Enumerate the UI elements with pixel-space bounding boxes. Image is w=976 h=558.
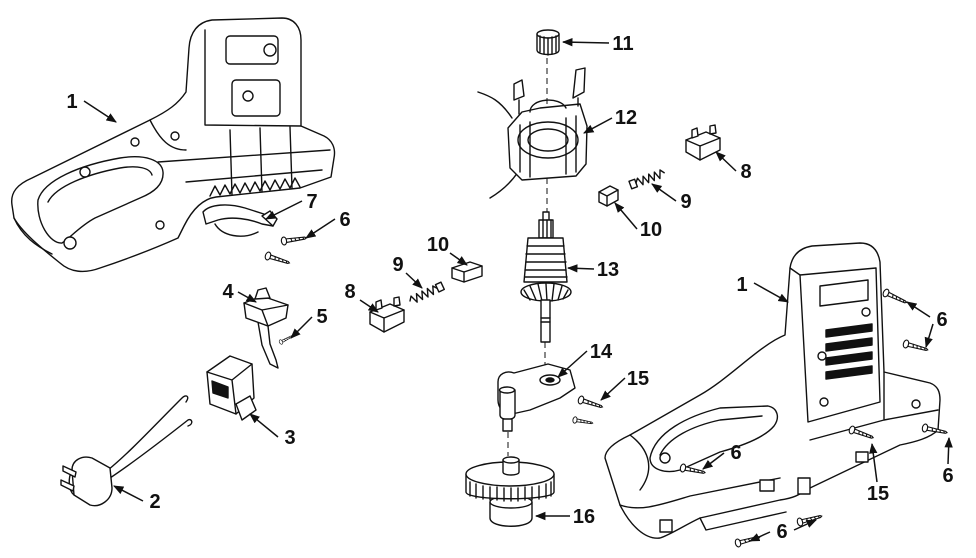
screw-icon — [733, 532, 762, 549]
leader-line — [924, 323, 934, 349]
callout-pinion-gear: 11 — [612, 33, 633, 55]
leader-line — [449, 252, 468, 266]
leader-line — [359, 299, 379, 313]
switch-lever — [243, 287, 289, 369]
leader-lines — [83, 38, 953, 542]
callout-switch-box: 3 — [284, 427, 295, 449]
screw-icon — [901, 338, 930, 355]
brush-block-right — [598, 185, 619, 207]
callout-lever-screw: 5 — [316, 306, 327, 328]
leader-line — [249, 413, 279, 438]
callout-spur-gear: 16 — [573, 506, 595, 528]
spur-gear — [465, 456, 555, 527]
callout-brush-spring-right: 9 — [680, 191, 691, 213]
callout-armature: 13 — [597, 259, 619, 281]
screw-icon — [280, 233, 308, 246]
callout-housing-screw: 15 — [867, 483, 889, 505]
screw-icon — [571, 416, 594, 427]
leader-line — [83, 100, 117, 123]
callout-brush-block-right: 10 — [640, 219, 662, 241]
callout-left-housing: 1 — [66, 91, 77, 113]
callout-brush-holder-right: 8 — [740, 161, 751, 183]
center-axis-line — [507, 58, 548, 456]
right-housing — [604, 242, 941, 539]
leader-line — [614, 202, 638, 230]
callout-gear-bracket: 14 — [590, 341, 613, 363]
leader-line — [869, 442, 878, 483]
leader-line — [305, 218, 336, 239]
screw-icon — [795, 511, 824, 528]
leader-line — [944, 436, 953, 465]
leader-line — [749, 531, 771, 542]
leader-line — [237, 291, 257, 303]
callout-right-housing: 1 — [736, 274, 747, 296]
callout-screw-right-rear: 6 — [942, 465, 953, 487]
leader-line — [566, 264, 595, 273]
leader-line — [753, 282, 789, 303]
leader-line — [290, 316, 313, 339]
leader-line — [600, 377, 626, 401]
switch-box — [206, 355, 257, 421]
pinion-gear — [536, 29, 560, 56]
clamp-bracket — [202, 204, 278, 237]
callout-screw-left: 6 — [339, 209, 350, 231]
callout-clamp-bracket: 7 — [306, 191, 317, 213]
leader-line — [561, 38, 610, 47]
leader-line — [793, 519, 817, 531]
screw-icon — [881, 287, 909, 307]
left-housing — [11, 17, 336, 273]
callout-brush-spring-left: 9 — [392, 254, 403, 276]
leader-line — [113, 485, 144, 502]
field-assembly — [477, 67, 588, 199]
callout-brush-holder-left: 8 — [344, 281, 355, 303]
callout-field-assembly: 12 — [615, 107, 637, 129]
brush-block-left — [451, 261, 483, 283]
leader-line — [583, 117, 613, 134]
screw-icon — [263, 250, 292, 268]
screw-icon — [576, 394, 605, 412]
callout-power-cord: 2 — [149, 491, 160, 513]
callout-screw-right-bottom: 6 — [776, 521, 787, 543]
brush-holder-right — [685, 124, 721, 161]
leader-line — [702, 452, 725, 470]
callout-switch-lever: 4 — [222, 281, 234, 303]
brush-spring-left — [409, 281, 446, 303]
leader-line — [405, 272, 423, 289]
callout-brush-block-left: 10 — [427, 234, 449, 256]
brush-spring-right — [628, 169, 665, 190]
gear-bracket — [497, 363, 576, 432]
armature — [520, 211, 572, 343]
callout-bracket-screw: 15 — [627, 368, 649, 390]
callout-screw-right-mid: 6 — [730, 442, 741, 464]
leader-line — [715, 151, 737, 172]
callout-screw-right-top: 6 — [936, 309, 947, 331]
leader-line — [651, 183, 677, 202]
callout-labels: 1 11 12 8 9 10 7 6 10 9 8 13 1 6 4 5 14 … — [66, 33, 953, 543]
brush-holder-left — [369, 296, 405, 333]
power-cord-plug — [60, 395, 193, 507]
screw-icon — [278, 333, 295, 346]
leader-line — [906, 301, 931, 318]
leader-line — [265, 200, 303, 220]
leader-line — [557, 350, 588, 378]
